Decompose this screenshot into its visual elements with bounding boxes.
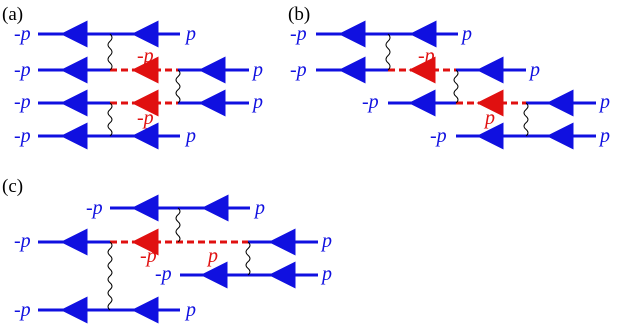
panel-a-left-label-4: -p	[14, 125, 31, 147]
panel-c-right-label-3: p	[320, 263, 332, 285]
panel-a-left-label-3: -p	[14, 91, 31, 113]
panel-a-label: (a)	[2, 4, 23, 25]
panel-b-mid-label-1: -p	[418, 45, 435, 67]
panel-b-left-label-4: -p	[430, 125, 447, 147]
panel-a-right-label-2: p	[251, 59, 263, 81]
panel-b-photon-2	[453, 69, 459, 104]
panel-c-photon-2	[245, 241, 251, 276]
panel-b-left-label-3: -p	[362, 91, 379, 113]
panel-c-mid-label-2: p	[206, 245, 218, 267]
panel-c-left-label-2: -p	[14, 230, 31, 252]
panel-b-left-label-1: -p	[290, 23, 307, 45]
panel-b-mid-label-2: p	[483, 107, 495, 129]
panel-b-right-label-1: p	[460, 23, 472, 45]
panel-a-photon-2	[175, 69, 181, 104]
panel-a-left-label-1: -p	[14, 23, 31, 45]
panel-c-left-label-4: -p	[14, 299, 31, 321]
panel-a-photon-3	[107, 102, 113, 137]
panel-c-left-label-3: -p	[155, 263, 172, 285]
panel-c-right-label-1: p	[253, 197, 265, 219]
panel-a-left-label-2: -p	[14, 59, 31, 81]
panel-c-right-label-2: p	[320, 230, 332, 252]
panel-a-photon-1	[107, 33, 113, 71]
panel-c-right-label-4: p	[184, 299, 196, 321]
panel-c-photon-1	[175, 207, 181, 243]
panel-c-photon-3	[107, 241, 113, 311]
panel-c-left-label-1: -p	[86, 197, 103, 219]
panel-b-photon-3	[523, 102, 529, 137]
panel-b-right-label-3: p	[598, 91, 610, 113]
diagram-lines	[38, 20, 596, 324]
panel-a-mid-label-2: -p	[137, 107, 154, 129]
panel-a-mid-label-1: -p	[137, 45, 154, 67]
panel-a-right-label-4: p	[184, 125, 196, 147]
panel-b-left-label-2: -p	[290, 59, 307, 81]
panel-b-right-label-4: p	[598, 125, 610, 147]
panel-c-label: (c)	[2, 176, 23, 197]
panel-b-photon-1	[385, 33, 391, 71]
panel-c-mid-label-1: -p	[140, 245, 157, 267]
panel-b-label: (b)	[288, 4, 310, 25]
panel-a-right-label-1: p	[184, 23, 196, 45]
panel-a-right-label-3: p	[251, 91, 263, 113]
panel-b-right-label-2: p	[528, 59, 540, 81]
